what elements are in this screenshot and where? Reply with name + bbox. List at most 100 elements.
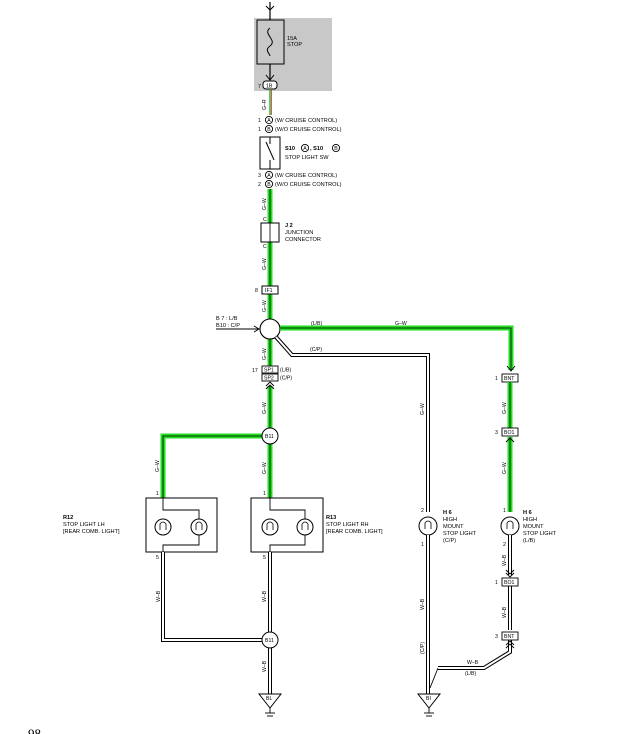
wire-label-wb-3: W–B: [262, 660, 268, 672]
bo1-pin-top: 3: [495, 430, 498, 436]
r13-line1: STOP LIGHT RH: [326, 522, 369, 528]
bnt-chevron-icon-2: [505, 643, 515, 649]
stop-sw-bottom-pin-a: 3 A (W/ CRUISE CONTROL): [258, 170, 337, 180]
h6-lb-bulb-icon: [500, 516, 520, 536]
stop-sw-conn-a-badge: [300, 143, 310, 153]
stop-sw-conn-b: B: [334, 146, 338, 152]
stop-sw-top-pin-a: 1 A (W/ CRUISE CONTROL): [258, 115, 337, 125]
svg-text:3: 3: [258, 173, 261, 179]
stop-sw-top-pin-b: 1 B (W/O CRUISE CONTROL): [258, 124, 342, 134]
r13-bulb-2-icon: [296, 518, 314, 536]
h6-lb-to-ground: [429, 667, 439, 689]
stop-sw-bottom-pin-b: 2 B (W/O CRUISE CONTROL): [258, 179, 342, 189]
bnt-connector-bottom: [501, 631, 519, 641]
if1-id: IF1: [265, 288, 273, 294]
wire-label-wb-5: W–B: [502, 554, 508, 566]
h6-cp-pin-top: 2: [421, 508, 424, 514]
h6-lb-chevron-icon-1: [505, 569, 515, 575]
bo1-chevron-icon: [505, 437, 515, 443]
input-arrow-icon: [253, 325, 260, 333]
wire-label-gw-6: G–W: [262, 462, 268, 474]
h6-cp-line2: MOUNT: [443, 524, 464, 530]
fuse-symbol-icon: [266, 27, 273, 57]
sp1-id: SP1: [264, 368, 274, 374]
branch-cp-gw-label: G–W: [420, 403, 426, 415]
h6-cp-line3: STOP LIGHT: [443, 531, 477, 537]
r13-bulb-1-icon: [261, 518, 279, 536]
r12-line2: [REAR COMB. LIGHT]: [63, 529, 120, 535]
supply-arrow-icon: [265, 5, 275, 11]
r13-line2: [REAR COMB. LIGHT]: [326, 529, 383, 535]
r12-line1: STOP LIGHT LH: [63, 522, 105, 528]
wire-label-gw-2: G–W: [262, 258, 268, 270]
h6-lb-line4: (L/B): [523, 538, 535, 544]
sp2-connector: [261, 373, 279, 382]
svg-text:B: B: [267, 182, 271, 188]
sp2-id: SP2: [264, 376, 274, 382]
wire-label-gw-5: G–W: [262, 402, 268, 414]
fuse-connector-pin: 7: [258, 84, 261, 90]
h6-cp-pin-bottom: 1: [421, 542, 424, 548]
stop-sw-name: STOP LIGHT SW: [285, 155, 329, 161]
fuse-amp: 15A: [287, 36, 297, 42]
junction-line1: JUNCTION: [285, 230, 313, 236]
r13-id: R13: [326, 515, 336, 521]
wire-label-wb-7: W–B: [467, 660, 479, 666]
if1-connector: [261, 285, 279, 295]
bnt-pin-bottom: 3: [495, 634, 498, 640]
wire-label-gw-3: G–W: [262, 300, 268, 312]
h6-lb-line3: STOP LIGHT: [523, 531, 557, 537]
svg-text:(W/ CRUISE CONTROL): (W/ CRUISE CONTROL): [275, 173, 337, 179]
r13-pin-top: 1: [263, 491, 266, 497]
svg-text:1: 1: [258, 118, 261, 124]
wire-label-wb-1: W–B: [156, 590, 162, 602]
wire-label-wb-4: W–B: [420, 598, 426, 610]
stop-sw-conn-a: A: [303, 146, 307, 152]
h6-cp-id: H 6: [443, 510, 452, 516]
splice-bottom-id: B11: [265, 638, 274, 644]
svg-text:(W/ CRUISE CONTROL): (W/ CRUISE CONTROL): [275, 118, 337, 124]
main-splice: [259, 318, 281, 340]
wire-label-cp: (C/P): [420, 642, 426, 654]
fuse-out-arrow-icon: [265, 74, 275, 81]
bo1-connector-top: [501, 427, 519, 437]
bnt-id-bottom: BNT: [504, 634, 515, 640]
h6-cp-line1: HIGH: [443, 517, 457, 523]
h6-cp-line4: (C/P): [443, 538, 456, 544]
junction-pin-top: C: [263, 217, 267, 223]
svg-text:B: B: [267, 127, 271, 133]
wire-label-gw-8: G–W: [502, 402, 508, 414]
sp-chevron-icon-1: [265, 381, 275, 387]
fuse-box-shading: [254, 18, 332, 91]
svg-text:(W/O CRUISE CONTROL): (W/O CRUISE CONTROL): [275, 182, 342, 188]
sp2-tag: (C/P): [280, 376, 292, 382]
branch-lb-label: (L/B): [311, 321, 323, 327]
r12-bulb-1-icon: [154, 518, 172, 536]
r13-pin-bottom: 5: [263, 555, 266, 561]
svg-text:2: 2: [258, 182, 261, 188]
bnt-pin-top: 1: [495, 376, 498, 382]
junction-id: J 2: [285, 223, 293, 229]
input-line1: B 7 : L/B: [216, 316, 238, 322]
branch-lb-highlight: [280, 325, 514, 370]
bnt-arrow-icon: [506, 365, 516, 372]
ground-left-id: BL: [266, 696, 272, 702]
h6-lb-pin-top: 1: [503, 508, 506, 514]
r12-pin-top: 1: [156, 491, 159, 497]
page-number: 98: [28, 726, 41, 734]
h6-cp-bulb-icon: [418, 516, 438, 536]
wire-label-gw-9: G–W: [502, 462, 508, 474]
ground-left-icon: [257, 693, 283, 709]
branch-lb-gw-label: G–W: [395, 321, 407, 327]
ground-wire-r12: [161, 552, 262, 642]
bo1-id-top: BO1: [504, 430, 514, 436]
wire-label-gr: G–R: [262, 99, 268, 110]
svg-text:(W/O CRUISE CONTROL): (W/O CRUISE CONTROL): [275, 127, 342, 133]
input-line2: B10 : C/P: [216, 323, 240, 329]
stop-sw-id-a: S10: [285, 146, 295, 152]
splice-top: [261, 427, 279, 445]
sp1-tag: (L/B): [280, 368, 292, 374]
wire-label-lb: (L/B): [465, 671, 477, 677]
r12-pin-bottom: 5: [156, 555, 159, 561]
stop-sw-sep: , S10: [310, 146, 323, 152]
